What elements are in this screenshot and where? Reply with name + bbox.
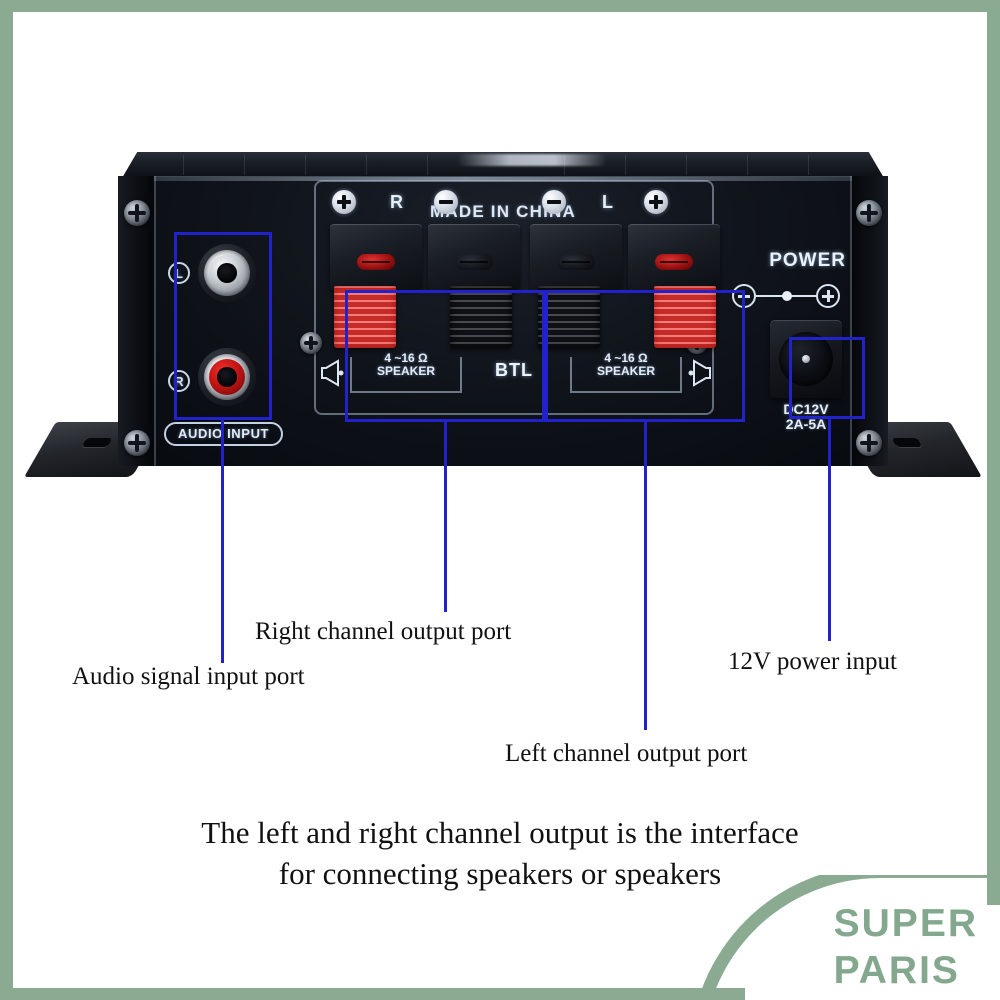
channel-badge-left: L: [168, 262, 190, 284]
impedance-value-left: 4 ~16 Ω: [604, 351, 648, 365]
highlight-power-input: [789, 337, 865, 419]
impedance-value-right: 4 ~16 Ω: [384, 351, 428, 365]
channel-badge-right: R: [168, 370, 190, 392]
terminal-contact-red: [357, 254, 395, 270]
chassis-screw-top-right: [856, 200, 882, 226]
terminal-contact-red: [655, 254, 693, 270]
summary-line-2: for connecting speakers or speakers: [278, 856, 722, 891]
bracket-slot-right: [891, 438, 923, 447]
bezel-edge-left: [154, 176, 156, 466]
terminal-polarity-row: R L: [314, 190, 714, 216]
panel-screw-left: [300, 332, 322, 354]
terminal-letter-l: L: [602, 192, 613, 212]
watermark-line-1: SUPER: [833, 902, 978, 945]
panel-top-sheen: [118, 177, 888, 181]
caption-left-output: Left channel output port: [505, 740, 748, 767]
highlight-audio-input: [174, 232, 272, 420]
terminal-contact-black: [557, 254, 595, 270]
polarity-minus-left-icon: [542, 190, 566, 214]
terminal-lever-black[interactable]: [450, 286, 512, 348]
caption-power-input: 12V power input: [728, 648, 897, 675]
speaker-rating-box-left: [570, 357, 682, 393]
polarity-plus-left-icon: [644, 190, 668, 214]
dc-power-jack[interactable]: [770, 320, 842, 398]
speaker-terminal-l-negative[interactable]: [530, 224, 622, 349]
highlight-right-output: [345, 290, 545, 422]
caption-right-output: Right channel output port: [255, 618, 512, 645]
leader-power-input: [828, 419, 831, 641]
terminal-letter-r: R: [390, 192, 403, 212]
summary-text: The left and right channel output is the…: [0, 812, 1000, 894]
rca-jack-right[interactable]: [198, 348, 256, 406]
leader-audio-input: [221, 420, 224, 663]
frame-border-top: [0, 0, 1000, 12]
leader-left-output: [644, 422, 647, 730]
speaker-word-left: SPEAKER: [596, 364, 655, 378]
speaker-terminal-r-negative[interactable]: [428, 224, 520, 349]
speaker-rating-left: 4 ~16 Ω SPEAKER: [570, 352, 682, 378]
polarity-center-dot-icon: [782, 291, 792, 301]
polarity-center-positive-icon: [816, 284, 840, 308]
made-in-label: MADE IN CHINA: [430, 202, 576, 221]
speaker-cone-icon-left: [688, 359, 711, 387]
terminal-lever-red[interactable]: [334, 286, 396, 348]
speaker-word-right: SPEAKER: [376, 364, 435, 378]
power-polarity-diagram: [732, 284, 840, 308]
leader-right-output: [444, 422, 447, 612]
chassis-top-heatsink: [122, 152, 884, 178]
frame-border-bottom: [0, 988, 745, 1000]
rca-jack-left[interactable]: [198, 244, 256, 302]
bezel-edge-right: [850, 176, 852, 466]
watermark-line-2: PARIS: [833, 949, 960, 992]
speaker-rating-box-right: [350, 357, 462, 393]
chassis-highlight: [457, 154, 608, 166]
speaker-cone-icon-right: [321, 359, 344, 387]
chassis-screw-top-left: [124, 200, 150, 226]
power-section-title: POWER: [769, 250, 846, 271]
dc-current: 2A-5A: [785, 416, 827, 432]
terminal-contact-black: [455, 254, 493, 270]
polarity-plus-right-icon: [332, 190, 356, 214]
terminal-lever-red[interactable]: [654, 286, 716, 348]
summary-line-1: The left and right channel output is the…: [201, 815, 799, 850]
chassis-screw-bottom-right: [856, 430, 882, 456]
terminal-lever-black[interactable]: [538, 286, 600, 348]
bracket-slot-left: [81, 438, 113, 447]
polarity-minus-right-icon: [434, 190, 458, 214]
frame-border-left: [0, 0, 13, 1000]
dc-power-rating: DC12V 2A-5A: [768, 402, 844, 432]
speaker-terminal-r-positive[interactable]: [330, 224, 422, 349]
btl-label: BTL: [495, 360, 533, 380]
watermark-text: SUPER PARIS: [834, 900, 978, 994]
dc-voltage: DC12V: [783, 401, 829, 417]
caption-audio-input: Audio signal input port: [72, 663, 305, 690]
chassis-screw-bottom-left: [124, 430, 150, 456]
frame-border-right: [987, 0, 1000, 905]
brand-watermark: SUPER PARIS: [700, 875, 1000, 1000]
speaker-terminal-l-positive[interactable]: [628, 224, 720, 349]
speaker-rating-right: 4 ~16 Ω SPEAKER: [350, 352, 462, 378]
highlight-left-output: [545, 290, 745, 422]
